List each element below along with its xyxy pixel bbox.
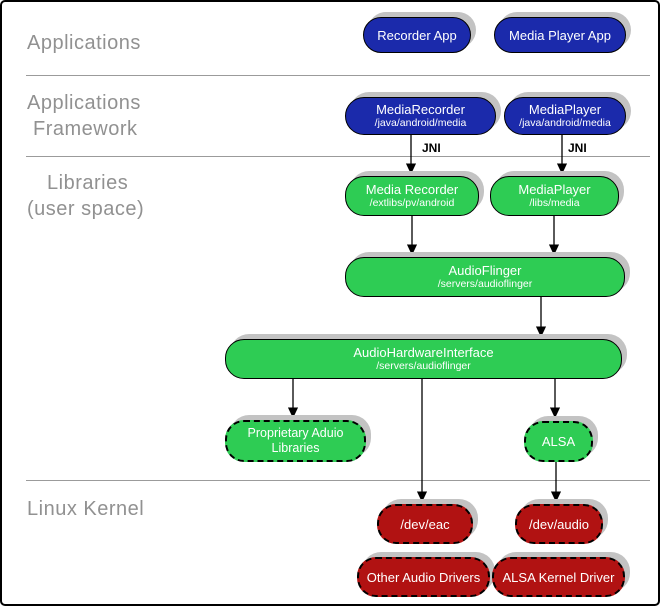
node-media-player-app: Media Player App	[494, 17, 626, 53]
jni-label-left: JNI	[422, 141, 441, 155]
node-dev-eac-title: /dev/eac	[400, 516, 450, 532]
node-recorder-app-title: Recorder App	[377, 27, 457, 43]
layer-label-framework-line2: Framework	[33, 118, 138, 140]
node-mediaplayer-framework: MediaPlayer /java/android/media	[504, 97, 626, 135]
node-alsa: ALSA	[524, 421, 593, 462]
node-alsa-kernel-driver: ALSA Kernel Driver	[492, 557, 625, 597]
node-mediarecorder-framework: MediaRecorder /java/android/media	[345, 97, 496, 135]
node-media-player-app-title: Media Player App	[509, 27, 611, 43]
node-other-audio-drivers: Other Audio Drivers	[357, 557, 490, 597]
node-mediaplayer-lib: MediaPlayer /libs/media	[490, 176, 619, 216]
node-mediaplayer-framework-title: MediaPlayer	[528, 102, 602, 117]
node-media-recorder-lib-path: /extlibs/pv/android	[369, 197, 455, 209]
node-mediaplayer-lib-path: /libs/media	[529, 197, 580, 209]
node-mediarecorder-framework-title: MediaRecorder	[376, 102, 465, 117]
node-audioflinger: AudioFlinger /servers/audioflinger	[345, 257, 625, 297]
divider-applications-framework	[26, 75, 650, 76]
node-dev-audio: /dev/audio	[515, 504, 603, 544]
node-media-recorder-lib-title: Media Recorder	[365, 182, 459, 197]
node-proprietary-audio-libraries-title: Proprietary Aduio Libraries	[247, 426, 344, 455]
divider-libraries-kernel	[26, 480, 650, 481]
jni-label-right: JNI	[568, 141, 587, 155]
node-alsa-kernel-driver-title: ALSA Kernel Driver	[502, 569, 615, 585]
node-mediarecorder-framework-path: /java/android/media	[374, 117, 467, 129]
node-alsa-title: ALSA	[541, 434, 576, 449]
node-dev-eac: /dev/eac	[377, 504, 473, 544]
layer-label-framework-line1: Applications	[27, 92, 141, 114]
node-proprietary-audio-libraries: Proprietary Aduio Libraries	[225, 420, 366, 462]
node-audioflinger-title: AudioFlinger	[448, 263, 522, 278]
node-mediaplayer-framework-path: /java/android/media	[519, 117, 611, 129]
node-mediaplayer-lib-title: MediaPlayer	[518, 182, 591, 197]
layer-label-libraries-line1: Libraries	[47, 172, 129, 194]
node-other-audio-drivers-title: Other Audio Drivers	[366, 569, 481, 585]
layer-label-applications: Applications	[27, 32, 141, 54]
layer-label-libraries-line2: (user space)	[27, 198, 145, 220]
node-audiohardwareinterface-title: AudioHardwareInterface	[353, 345, 494, 360]
node-audioflinger-path: /servers/audioflinger	[437, 278, 533, 290]
layer-label-linux-kernel: Linux Kernel	[27, 498, 145, 520]
node-media-recorder-lib: Media Recorder /extlibs/pv/android	[345, 176, 479, 216]
node-audiohardwareinterface-path: /servers/audioflinger	[376, 360, 471, 372]
node-dev-audio-title: /dev/audio	[529, 516, 589, 532]
node-audiohardwareinterface: AudioHardwareInterface /servers/audiofli…	[225, 339, 622, 379]
layer-label-libraries: Libraries (user space)	[27, 170, 144, 222]
node-recorder-app: Recorder App	[363, 17, 471, 53]
divider-framework-libraries	[26, 156, 650, 157]
